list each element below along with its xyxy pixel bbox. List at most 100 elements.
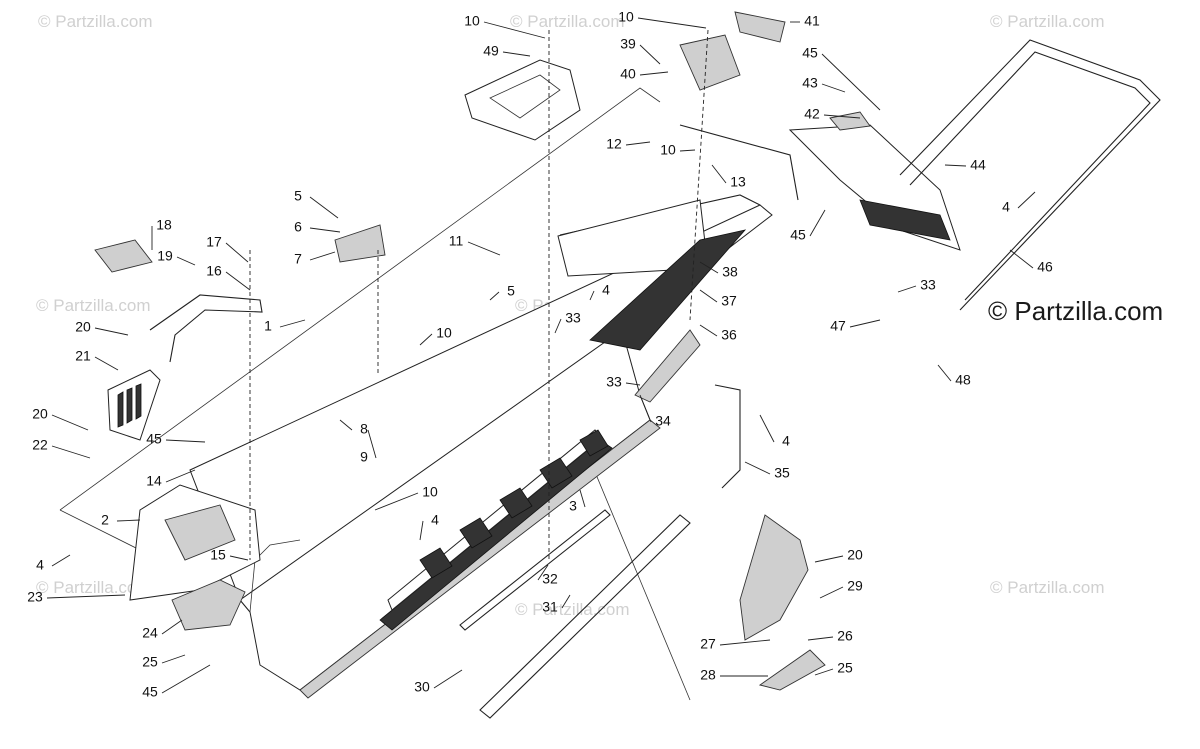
callout-26[interactable]: 26 xyxy=(807,628,853,644)
callout-number[interactable]: 45 xyxy=(146,431,162,447)
callout-10[interactable]: 10 xyxy=(660,142,696,158)
callout-4[interactable]: 4 xyxy=(419,512,439,541)
callout-10[interactable]: 10 xyxy=(618,9,707,29)
callout-10[interactable]: 10 xyxy=(374,484,438,511)
callout-number[interactable]: 45 xyxy=(802,45,818,61)
decal-part[interactable] xyxy=(589,229,747,351)
callout-4[interactable]: 4 xyxy=(589,282,610,301)
callout-13[interactable]: 13 xyxy=(711,164,746,190)
callout-45[interactable]: 45 xyxy=(802,45,881,111)
callout-5[interactable]: 5 xyxy=(294,188,339,219)
callout-number[interactable]: 7 xyxy=(294,251,302,267)
callout-number[interactable]: 10 xyxy=(422,484,438,500)
callout-32[interactable]: 32 xyxy=(537,564,558,587)
callout-number[interactable]: 20 xyxy=(847,547,863,563)
callout-number[interactable]: 12 xyxy=(606,136,622,152)
callout-number[interactable]: 23 xyxy=(27,589,43,605)
callout-45[interactable]: 45 xyxy=(146,431,206,447)
rear-bracket-part[interactable] xyxy=(679,124,799,201)
callout-number[interactable]: 10 xyxy=(464,13,480,29)
callout-49[interactable]: 49 xyxy=(483,43,531,59)
callout-number[interactable]: 38 xyxy=(722,264,738,280)
callout-44[interactable]: 44 xyxy=(944,157,986,173)
callout-number[interactable]: 28 xyxy=(700,667,716,683)
callout-number[interactable]: 37 xyxy=(721,293,737,309)
callout-11[interactable]: 11 xyxy=(449,233,501,256)
callout-number[interactable]: 29 xyxy=(847,578,863,594)
callout-number[interactable]: 16 xyxy=(206,263,222,279)
callout-18[interactable]: 18 xyxy=(151,217,172,250)
callout-38[interactable]: 38 xyxy=(699,261,738,280)
callout-20[interactable]: 20 xyxy=(75,319,129,336)
callout-number[interactable]: 39 xyxy=(620,36,636,52)
callout-number[interactable]: 10 xyxy=(436,325,452,341)
callout-number[interactable]: 33 xyxy=(565,310,581,326)
callout-number[interactable]: 31 xyxy=(542,599,558,615)
callout-3[interactable]: 3 xyxy=(569,489,586,514)
callout-number[interactable]: 49 xyxy=(483,43,499,59)
callout-number[interactable]: 4 xyxy=(782,433,790,449)
callout-17[interactable]: 17 xyxy=(206,234,249,263)
callout-33[interactable]: 33 xyxy=(897,277,936,293)
callout-number[interactable]: 27 xyxy=(700,636,716,652)
handle-part[interactable] xyxy=(149,294,263,363)
mount-part[interactable] xyxy=(334,224,386,263)
callout-21[interactable]: 21 xyxy=(75,348,119,371)
callout-number[interactable]: 9 xyxy=(360,449,368,465)
callout-10[interactable]: 10 xyxy=(419,325,452,346)
callout-number[interactable]: 47 xyxy=(830,318,846,334)
callout-46[interactable]: 46 xyxy=(1009,249,1053,275)
step-part[interactable] xyxy=(758,649,826,691)
callout-19[interactable]: 19 xyxy=(157,248,196,266)
callout-24[interactable]: 24 xyxy=(142,619,183,641)
callout-33[interactable]: 33 xyxy=(606,374,641,390)
callout-42[interactable]: 42 xyxy=(804,106,861,122)
callout-number[interactable]: 4 xyxy=(36,557,44,573)
bulkhead-part[interactable] xyxy=(129,484,261,601)
callout-number[interactable]: 26 xyxy=(837,628,853,644)
callout-number[interactable]: 33 xyxy=(606,374,622,390)
callout-7[interactable]: 7 xyxy=(294,251,336,267)
callout-number[interactable]: 45 xyxy=(790,227,806,243)
callout-number[interactable]: 25 xyxy=(837,660,853,676)
callout-25[interactable]: 25 xyxy=(142,654,186,670)
callout-4[interactable]: 4 xyxy=(36,554,71,573)
callout-number[interactable]: 20 xyxy=(75,319,91,335)
callout-8[interactable]: 8 xyxy=(339,419,368,437)
callout-number[interactable]: 5 xyxy=(294,188,302,204)
callout-5[interactable]: 5 xyxy=(489,283,515,301)
callout-number[interactable]: 41 xyxy=(804,13,820,29)
callout-number[interactable]: 4 xyxy=(431,512,439,528)
callout-34[interactable]: 34 xyxy=(639,394,671,429)
skid-plate-part[interactable] xyxy=(171,579,246,631)
callout-37[interactable]: 37 xyxy=(699,289,737,309)
callout-2[interactable]: 2 xyxy=(101,512,141,528)
callout-29[interactable]: 29 xyxy=(819,578,863,599)
callout-number[interactable]: 34 xyxy=(655,413,671,429)
callout-number[interactable]: 33 xyxy=(920,277,936,293)
callout-number[interactable]: 15 xyxy=(210,547,226,563)
callout-43[interactable]: 43 xyxy=(802,75,846,93)
callout-number[interactable]: 24 xyxy=(142,625,158,641)
callout-number[interactable]: 44 xyxy=(970,157,986,173)
callout-35[interactable]: 35 xyxy=(744,461,790,481)
callout-number[interactable]: 10 xyxy=(618,9,634,25)
callout-10[interactable]: 10 xyxy=(464,13,546,39)
callout-30[interactable]: 30 xyxy=(414,669,463,695)
callout-number[interactable]: 19 xyxy=(157,248,173,264)
callout-number[interactable]: 14 xyxy=(146,473,162,489)
callout-45[interactable]: 45 xyxy=(790,209,826,243)
callout-number[interactable]: 46 xyxy=(1037,259,1053,275)
callout-1[interactable]: 1 xyxy=(264,318,306,334)
callout-number[interactable]: 13 xyxy=(730,174,746,190)
callout-number[interactable]: 48 xyxy=(955,372,971,388)
callout-number[interactable]: 25 xyxy=(142,654,158,670)
callout-number[interactable]: 2 xyxy=(101,512,109,528)
callout-23[interactable]: 23 xyxy=(27,589,126,605)
callout-41[interactable]: 41 xyxy=(790,13,820,29)
callout-47[interactable]: 47 xyxy=(830,318,881,334)
snow-flap-part[interactable] xyxy=(788,124,961,251)
callout-number[interactable]: 10 xyxy=(660,142,676,158)
tube-part[interactable] xyxy=(479,514,691,719)
callout-20[interactable]: 20 xyxy=(32,406,89,431)
